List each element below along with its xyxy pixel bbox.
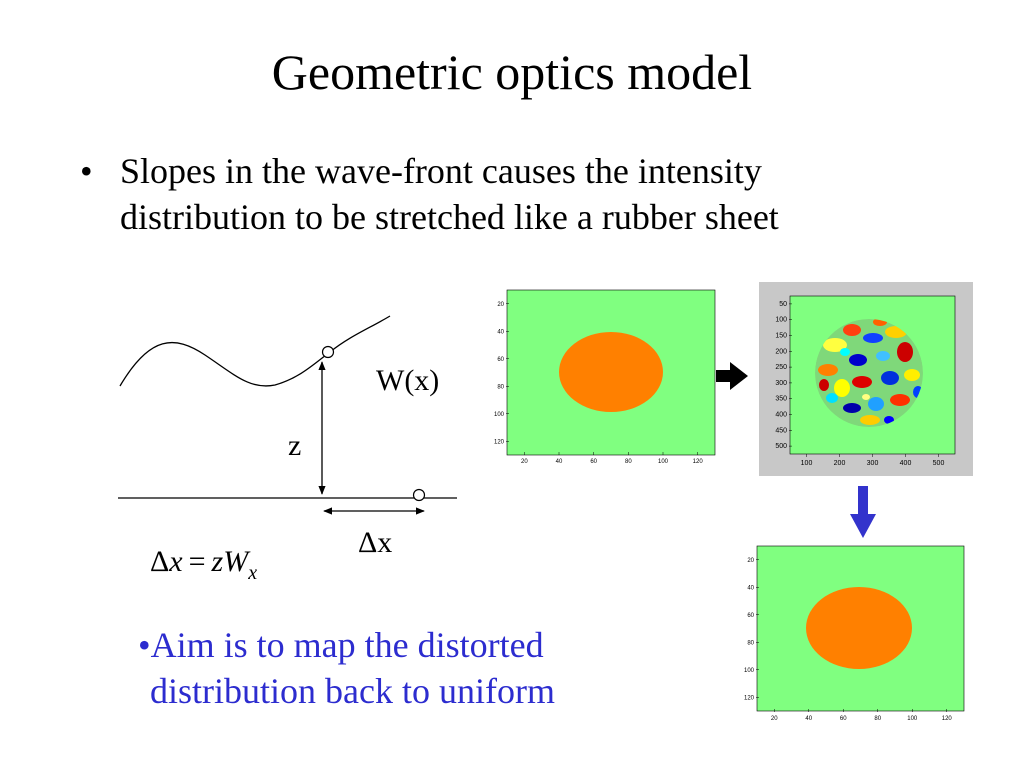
bullet-marker: •: [80, 151, 93, 191]
tick-label: 40: [556, 459, 563, 465]
tick-label: 80: [625, 459, 632, 465]
tick-label: 100: [744, 668, 755, 674]
tick-label: 300: [867, 460, 879, 467]
tick-label: 120: [744, 695, 755, 701]
tick-label: 80: [747, 640, 754, 646]
tick-label: 80: [497, 384, 504, 390]
plot1-x-ticks: 20 40 60 80 100 120: [521, 452, 703, 465]
tick-label: 120: [494, 439, 505, 445]
equation: Δx=zWx: [150, 545, 257, 584]
tick-label: 60: [497, 357, 504, 363]
eq-x: x: [168, 545, 183, 578]
tick-label: 20: [521, 459, 528, 465]
tick-label: 60: [590, 459, 597, 465]
tick-label: 150: [775, 333, 787, 340]
tick-label: 300: [775, 380, 787, 387]
tick-label: 500: [933, 460, 945, 467]
tick-label: 50: [779, 301, 787, 308]
tick-label: 400: [900, 460, 912, 467]
plot1-y-ticks: 20 40 60 80 100 120: [494, 302, 509, 445]
plot2-x-ticks: 100 200 300 400 500: [801, 454, 945, 467]
displaced-point: [412, 488, 426, 502]
tick-label: 60: [747, 613, 754, 619]
eq-equals: =: [189, 545, 206, 578]
tick-label: 500: [775, 443, 787, 450]
tick-label: 20: [497, 302, 504, 308]
eq-zw: zW: [211, 545, 252, 578]
black-arrow-icon: [716, 362, 748, 390]
tick-label: 100: [907, 716, 918, 722]
tick-label: 350: [775, 396, 787, 403]
wavefront-curve: [119, 315, 391, 387]
tick-label: 20: [747, 558, 754, 564]
tick-label: 100: [775, 317, 787, 324]
tick-label: 100: [658, 459, 669, 465]
wavefront-point: [321, 345, 335, 359]
eq-sub: x: [247, 562, 257, 584]
slide-title: Geometric optics model: [271, 44, 753, 100]
plot1-disk: [559, 332, 663, 412]
tick-label: 60: [840, 716, 847, 722]
aim-line-2: distribution back to uniform: [150, 671, 555, 711]
label-w: W(x): [376, 364, 439, 397]
tick-label: 450: [775, 427, 787, 434]
plot2-y-ticks: 50 100 150 200 250 300 350 400 450 500: [775, 301, 792, 450]
plot-recovered: 20 40 60 80 100 120 20 40 60 80 100 120: [731, 543, 967, 725]
tick-label: 40: [805, 716, 812, 722]
aim-statement: •Aim is to map the distorted distributio…: [138, 622, 698, 714]
tick-label: 200: [834, 460, 846, 467]
tick-label: 250: [775, 364, 787, 371]
blue-arrow-icon: [850, 486, 876, 538]
plot3-y-ticks: 20 40 60 80 100 120: [744, 558, 759, 701]
tick-label: 400: [775, 412, 787, 419]
label-dx: Δx: [358, 526, 392, 559]
tick-label: 100: [494, 412, 505, 418]
plot-distorted: 50 100 150 200 250 300 350 400 450 500 100 200 300 4…: [759, 282, 973, 476]
plot-original: 20 40 60 80 100 120 20 40 60 80 100 120: [481, 287, 719, 468]
plot2-noise-disk: [815, 319, 923, 427]
tick-label: 100: [801, 460, 813, 467]
tick-label: 120: [942, 716, 953, 722]
tick-label: 80: [874, 716, 881, 722]
aim-line-1: •Aim is to map the distorted: [138, 625, 544, 665]
plot3-disk: [806, 587, 912, 669]
tick-label: 40: [497, 329, 504, 335]
eq-delta: Δ: [150, 545, 169, 578]
tick-label: 20: [771, 716, 778, 722]
tick-label: 120: [693, 459, 704, 465]
tick-label: 200: [775, 348, 787, 355]
tick-label: 40: [747, 585, 754, 591]
bullet-text: Slopes in the wave-front causes the inte…: [120, 151, 779, 237]
wavefront-diagram: W(x) z Δx Δx=zWx: [118, 315, 457, 584]
plot3-x-ticks: 20 40 60 80 100 120: [771, 709, 953, 722]
label-z: z: [288, 429, 301, 462]
